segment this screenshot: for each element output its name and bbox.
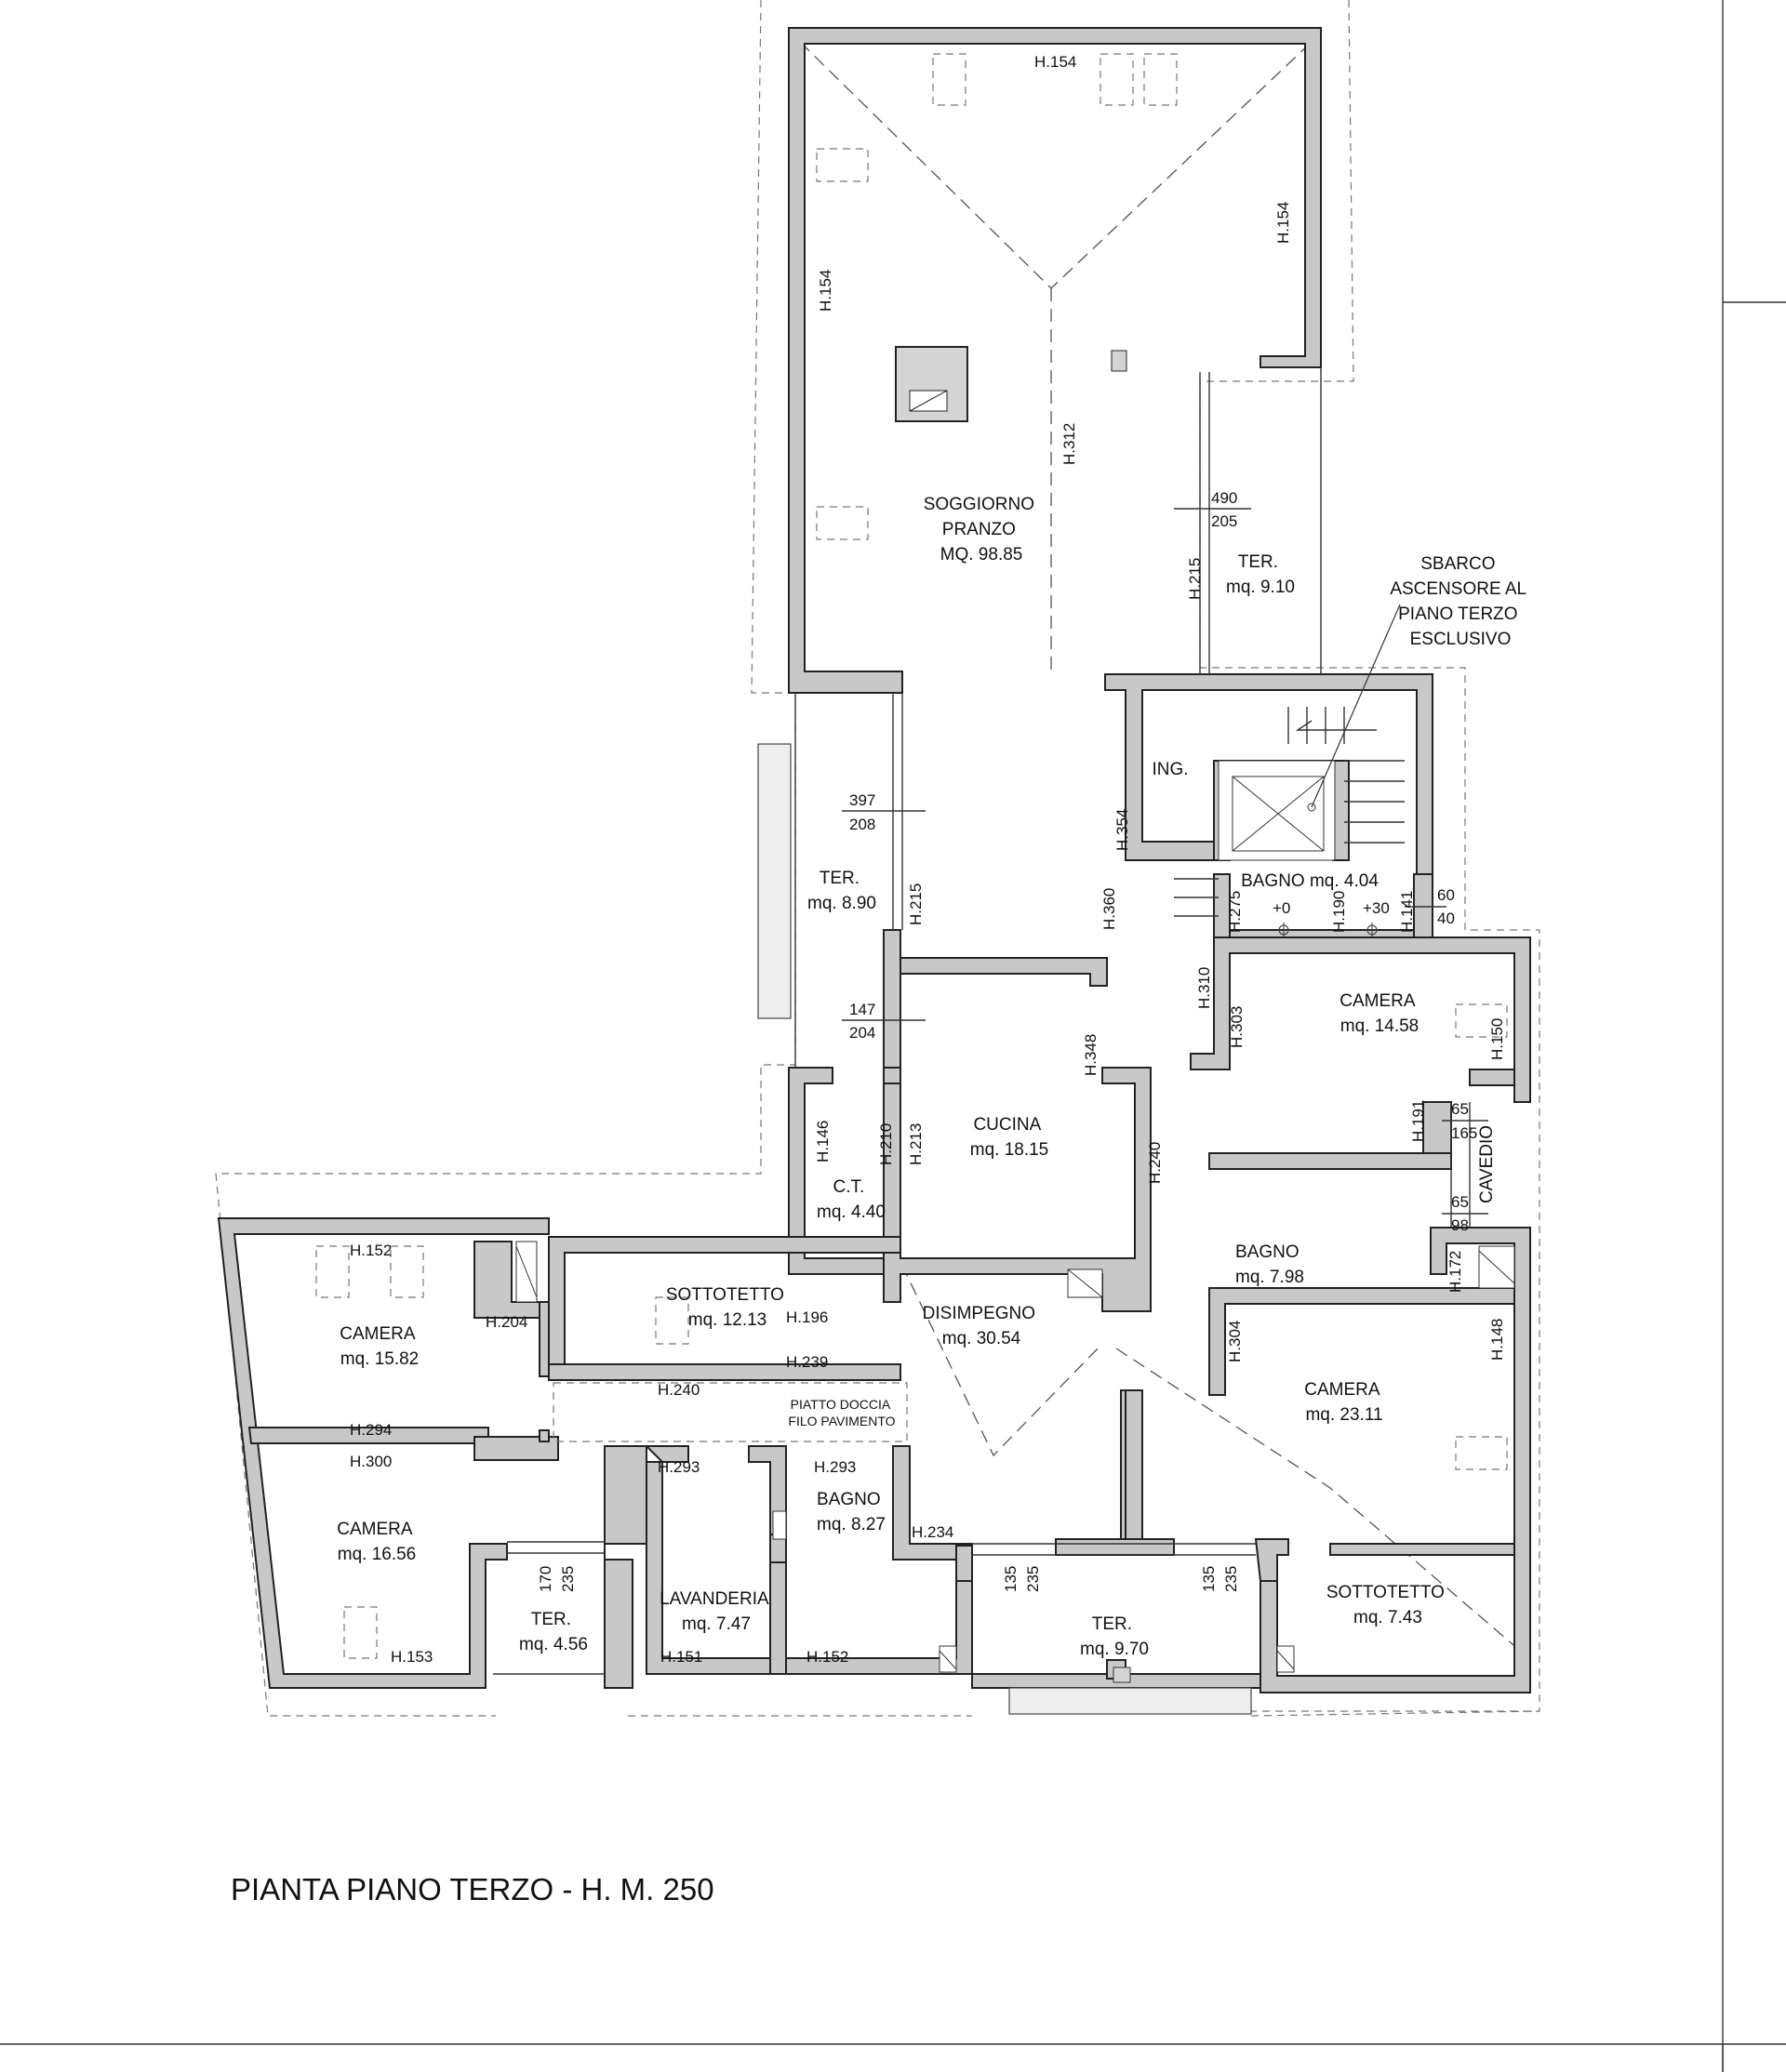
room-label-ter-456: TER. mq. 4.56	[519, 1610, 588, 1654]
height-label: H.360	[1100, 888, 1118, 930]
room-label-ct: C.T. mq. 4.40	[817, 1177, 886, 1222]
room-label-bagno-798: BAGNO mq. 7.98	[1235, 1242, 1304, 1287]
height-label: H.213	[907, 1123, 925, 1165]
dimension-label: 490	[1211, 489, 1237, 507]
height-label: H.239	[786, 1353, 828, 1371]
sbarco-leader	[1311, 604, 1401, 808]
annotation-piatto-doccia: PIATTO DOCCIA FILO PAVIMENTO	[788, 1397, 895, 1428]
dimension-label: 65	[1451, 1193, 1469, 1211]
dimension-ticks	[842, 508, 1488, 1215]
height-label: H.153	[391, 1648, 433, 1666]
drawing-title: PIANTA PIANO TERZO - H. M. 250	[231, 1872, 714, 1906]
height-label: H.294	[350, 1421, 392, 1439]
height-label: H.154	[1274, 202, 1292, 244]
height-label: H.172	[1446, 1251, 1464, 1293]
height-label: H.190	[1330, 891, 1348, 933]
height-label: H.310	[1195, 967, 1213, 1009]
height-label: H.354	[1113, 809, 1131, 851]
height-label: H.240	[658, 1381, 700, 1399]
dimension-label: 235	[559, 1566, 577, 1592]
terrace-railings	[493, 367, 1471, 1715]
room-label-ter-970: TER. mq. 9.70	[1080, 1614, 1149, 1659]
height-label: H.215	[907, 883, 925, 925]
room-label-bagno-827: BAGNO mq. 8.27	[817, 1490, 886, 1534]
room-label-sottotetto-743: SOTTOTETTO mq. 7.43	[1326, 1583, 1449, 1627]
height-label: H.304	[1226, 1321, 1244, 1362]
room-label-soggiorno: SOGGIORNO PRANZO MQ. 98.85	[924, 495, 1040, 564]
dimension-label: 235	[1024, 1566, 1042, 1592]
room-label-ing: ING.	[1152, 760, 1188, 779]
level-symbol	[1276, 923, 1379, 937]
height-label: H.151	[660, 1648, 702, 1666]
dimension-label: 170	[537, 1566, 554, 1592]
room-label-lavanderia: LAVANDERIA mq. 7.47	[660, 1589, 773, 1634]
dimension-label: 60	[1437, 886, 1455, 904]
dimension-label: 208	[849, 816, 875, 833]
roof-hip-lines	[799, 41, 1526, 1656]
height-label: H.293	[814, 1458, 856, 1476]
dimension-label: 165	[1451, 1124, 1477, 1142]
height-label: H.150	[1488, 1018, 1506, 1060]
height-label: H.154	[1034, 53, 1076, 71]
height-label: H.191	[1409, 1100, 1427, 1142]
height-label: H.275	[1226, 891, 1244, 933]
dimension-label: 147	[849, 1001, 875, 1018]
room-label-camera-1582: CAMERA mq. 15.82	[340, 1324, 420, 1369]
dimension-label: 65	[1451, 1100, 1469, 1118]
dimension-label: 135	[1002, 1566, 1020, 1592]
shower-tray-outline	[553, 1382, 908, 1442]
dimension-label: 397	[849, 791, 875, 809]
skylights	[315, 53, 1508, 1659]
height-label: H.303	[1228, 1006, 1246, 1048]
height-label: H.152	[350, 1242, 392, 1259]
height-label: H.234	[912, 1523, 953, 1541]
room-label-disimpegno: DISIMPEGNO mq. 30.54	[923, 1304, 1041, 1348]
room-label-cavedio: CAVEDIO	[1477, 1125, 1497, 1203]
dimension-label: 204	[849, 1024, 875, 1042]
height-label: H.141	[1398, 891, 1416, 933]
dimension-label: 40	[1437, 910, 1455, 927]
stair-treads	[1174, 707, 1405, 917]
dimension-label: 135	[1200, 1566, 1218, 1592]
room-label-camera-1656: CAMERA mq. 16.56	[337, 1520, 417, 1564]
room-label-camera-2311: CAMERA mq. 23.11	[1304, 1380, 1384, 1425]
height-label: H.154	[817, 270, 834, 312]
height-label: H.146	[814, 1121, 832, 1162]
height-label: H.204	[486, 1313, 527, 1331]
height-label: H.152	[806, 1648, 848, 1666]
level-label: +30	[1363, 899, 1390, 917]
room-label-sottotetto-1213: SOTTOTETTO mq. 12.13	[666, 1285, 789, 1330]
height-label: H.348	[1082, 1034, 1100, 1076]
height-label: H.293	[658, 1458, 700, 1476]
height-label: H.300	[350, 1453, 392, 1470]
level-label: +0	[1273, 899, 1290, 917]
annotation-sbarco: SBARCO ASCENSORE AL PIANO TERZO ESCLUSIV…	[1390, 554, 1530, 649]
roof-overhang-outline	[215, 0, 1540, 1717]
height-label: H.215	[1186, 558, 1204, 600]
room-label-bagno-small: BAGNO mq. 4.04	[1241, 871, 1379, 891]
height-label: H.148	[1488, 1319, 1506, 1361]
dimension-label: 205	[1211, 512, 1237, 530]
dimension-label: 235	[1222, 1566, 1240, 1592]
height-label: H.196	[786, 1308, 828, 1326]
room-label-camera-1458: CAMERA mq. 14.58	[1340, 991, 1419, 1036]
height-label: H.312	[1060, 423, 1078, 465]
height-label: H.240	[1146, 1142, 1164, 1184]
height-label: H.210	[877, 1123, 895, 1165]
dimension-label: 98	[1451, 1216, 1469, 1234]
room-label-ter-top: TER. mq. 9.10	[1226, 552, 1295, 597]
room-label-ter-left: TER. mq. 8.90	[807, 869, 876, 913]
fixtures	[515, 346, 1515, 1683]
room-label-cucina: CUCINA mq. 18.15	[970, 1115, 1049, 1160]
